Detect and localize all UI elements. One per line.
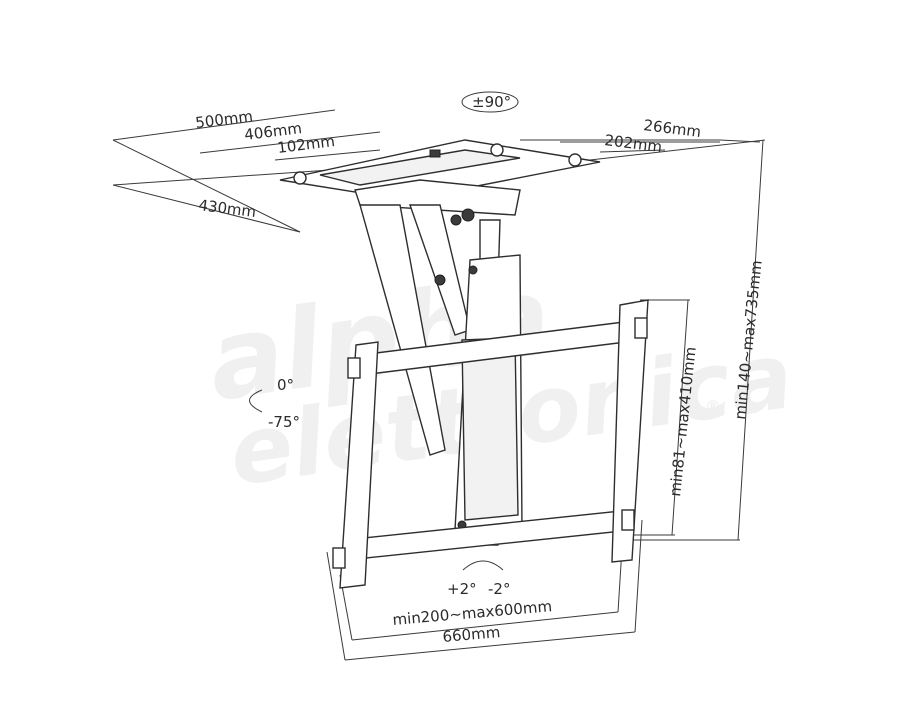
tilt-bottom-label: -75°: [268, 413, 300, 431]
level-plus-label: +2°: [447, 580, 477, 598]
ceiling-plate: [279, 139, 601, 216]
tv-bracket: [332, 299, 649, 589]
tilt-rotation-indicator: 0° -75°: [249, 376, 300, 431]
level-minus-label: -2°: [488, 580, 510, 598]
swivel-rotation-indicator: ±90°: [461, 91, 519, 113]
plate-depth-label: 430mm: [198, 196, 258, 221]
tilt-top-label: 0°: [277, 376, 294, 394]
level-rotation-indicator: +2° -2°: [447, 560, 510, 598]
horizontal-dimensions: [326, 519, 643, 661]
bracket-width-label: 660mm: [442, 623, 501, 646]
vesa-horizontal-label: min200~max600mm: [392, 597, 553, 629]
watermark-registered-mark: ®: [705, 397, 721, 416]
swivel-angle-label: ±90°: [472, 93, 511, 111]
swivel-arm-assembly: [359, 204, 523, 546]
